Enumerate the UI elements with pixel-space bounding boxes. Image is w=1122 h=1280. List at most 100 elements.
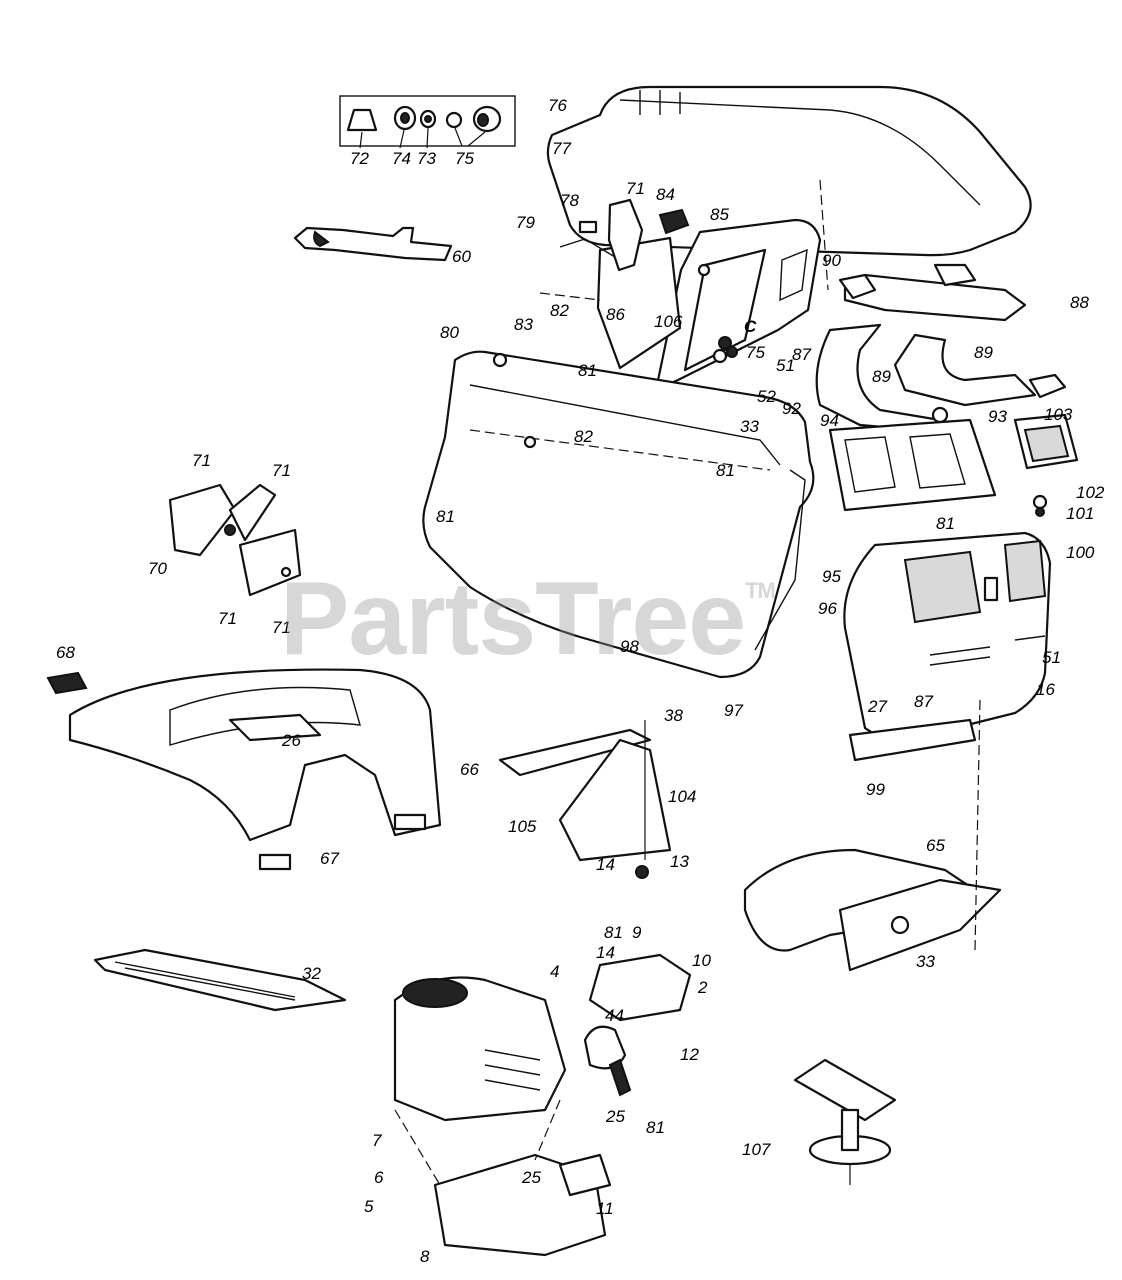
part-66-label: 66 [460,760,479,779]
pulley [793,1058,897,1185]
part-71e-label: 71 [272,618,291,637]
frame [743,848,1002,972]
part-2-label: 2 [697,978,708,997]
inset-label-74: 74 [392,149,411,168]
part-10-label: 10 [692,951,711,970]
part-32-label: 32 [302,964,321,983]
watermark-tm: TM [745,578,776,603]
part-106-label: 106 [654,312,683,331]
footrest [93,948,347,1012]
part-52-label: 52 [757,387,776,406]
part-87a-label: 87 [792,345,811,364]
part-25b-label: 25 [521,1168,541,1187]
part-60-label: 60 [452,247,471,266]
part-79-label: 79 [516,213,535,232]
part-14a-label: 14 [596,855,615,874]
belt-cover [433,1153,612,1257]
part-5-label: 5 [364,1197,374,1216]
inset-label-75: 75 [455,149,474,168]
part-89a-label: 89 [974,343,993,362]
connection-lines [394,292,981,1186]
hood-panel [422,350,815,679]
pedal-pad [293,226,453,262]
part-80-label: 80 [440,323,459,342]
part-97-label: 97 [724,701,743,720]
part-82b-label: 82 [574,427,593,446]
knob-inset [339,95,516,149]
part-105-label: 105 [508,817,537,836]
engine [393,953,692,1122]
part-71d-label: 71 [218,609,237,628]
part-13-label: 13 [670,852,689,871]
part-94-label: 94 [820,411,839,430]
part-87b-label: 87 [914,692,933,711]
part-71b-label: 71 [192,451,211,470]
fender [46,668,442,871]
part-81a-label: 81 [578,361,597,380]
part-107-label: 107 [742,1140,771,1159]
part-14b-label: 14 [596,943,615,962]
part-81d-label: 81 [936,514,955,533]
part-78-label: 78 [560,191,579,210]
part-71a-label: 71 [626,179,645,198]
part-38-label: 38 [664,706,683,725]
part-51a-label: 51 [776,356,795,375]
part-88-label: 88 [1070,293,1089,312]
bracket-cluster-71 [168,483,302,597]
part-51b-label: 51 [1042,648,1061,667]
part-85-label: 85 [710,205,729,224]
part-16-label: 16 [1036,680,1055,699]
part-104-label: 104 [668,787,696,806]
watermark-text: PartsTree [280,561,746,677]
seat-support [815,179,1067,432]
part-96-label: 96 [818,599,837,618]
part-77-label: 77 [552,139,571,158]
grille [843,531,1052,762]
part-27-label: 27 [867,697,887,716]
part-4-label: 4 [550,962,559,981]
part-6-label: 6 [374,1168,384,1187]
part-9-label: 9 [632,923,642,942]
part-33a-label: 33 [740,417,759,436]
inset-label-73: 73 [417,149,436,168]
part-68-label: 68 [56,643,75,662]
part-81c-label: 81 [436,507,455,526]
part-7-label: 7 [372,1131,382,1150]
dash-small-parts [559,198,738,364]
part-86-label: 86 [606,305,625,324]
part-90-label: 90 [822,251,841,270]
part-71c-label: 71 [272,461,291,480]
part-11-label: 11 [596,1199,614,1218]
part-75b-label: 75 [746,343,765,362]
part-25a-label: 25 [605,1107,625,1126]
part-65-label: 65 [926,836,945,855]
part-98-label: 98 [620,637,639,656]
part-92-label: 92 [782,399,801,418]
part-81b-label: 81 [716,461,735,480]
part-82a-label: 82 [550,301,569,320]
part-44-label: 44 [605,1006,624,1025]
part-33b-label: 33 [916,952,935,971]
part-12-label: 12 [680,1045,699,1064]
part-81e-label: 81 [604,923,623,942]
part-102-label: 102 [1076,483,1105,502]
part-83-label: 83 [514,315,533,334]
part-26-label: 26 [281,731,301,750]
part-99-label: 99 [866,780,885,799]
part-100-label: 100 [1066,543,1095,562]
part-8-label: 8 [420,1247,430,1266]
headlight-assembly [828,413,1079,517]
part-89b-label: 89 [872,367,891,386]
part-81f-label: 81 [646,1118,665,1137]
part-84-label: 84 [656,185,675,204]
part-70-label: 70 [148,559,167,578]
watermark: PartsTreeTM [280,560,776,679]
part-101-label: 101 [1066,504,1094,523]
steering-bracket [498,720,672,879]
part-95-label: 95 [822,567,841,586]
part-93-label: 93 [988,407,1007,426]
part-C-label: C [744,317,757,336]
